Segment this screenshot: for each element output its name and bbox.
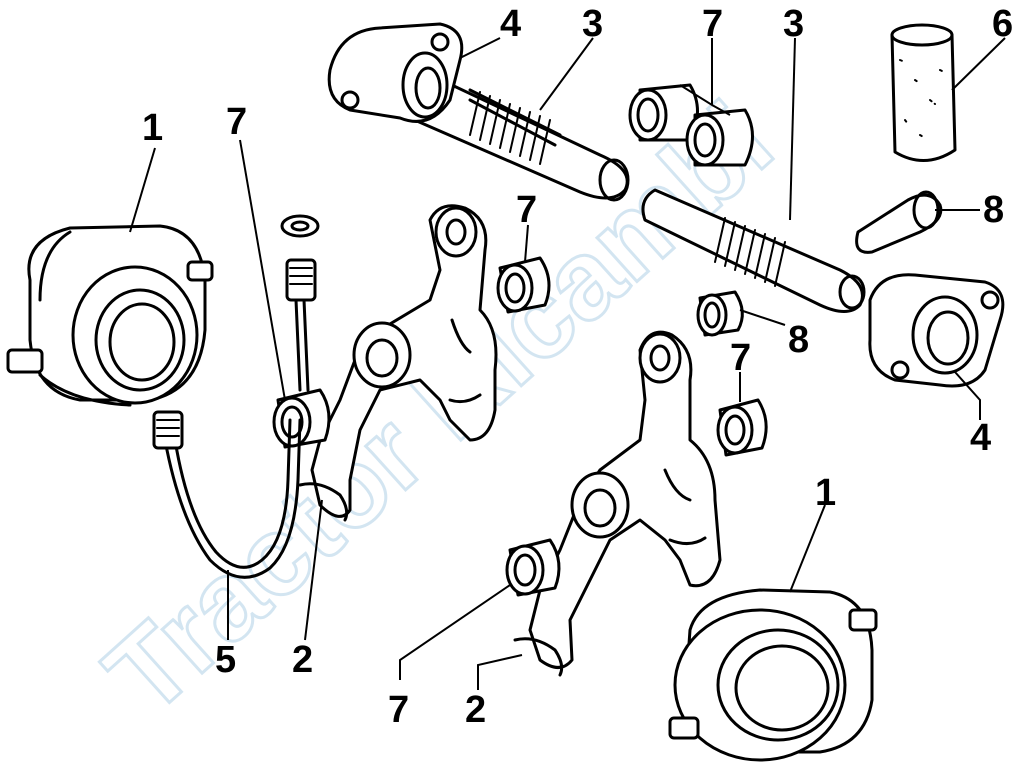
sleeve: [890, 23, 957, 162]
callout-4-lower: 4: [970, 417, 991, 459]
callout-7-top: 7: [702, 3, 723, 45]
callouts: 1 1 2 2 3 3 4 4 5 6 7 7 7 7 7 8 8: [142, 3, 1013, 731]
flange-upper: [327, 22, 464, 123]
bushing-left-pipe: [272, 388, 331, 449]
leader-lines: [129, 37, 1006, 690]
bushing-pair-top: [628, 83, 754, 167]
release-fork-left: [298, 204, 498, 522]
callout-5: 5: [215, 639, 236, 681]
callout-8-lower: 8: [788, 319, 809, 361]
callout-7-upper-left: 7: [226, 101, 247, 143]
callout-6: 6: [992, 3, 1013, 45]
bushing-small: [696, 290, 744, 337]
callout-7-bottom: 7: [388, 689, 409, 731]
shaft-lower: [641, 188, 866, 313]
shaft-upper: [408, 68, 630, 202]
callout-3-upper: 3: [582, 3, 603, 45]
shaft-upper-threads: [469, 91, 551, 165]
callout-1-left: 1: [142, 107, 163, 149]
release-bearing-left: [6, 224, 214, 407]
callout-4-upper: 4: [500, 3, 521, 45]
callout-7-mid: 7: [516, 189, 537, 231]
callout-7-right: 7: [730, 337, 751, 379]
callout-8-upper: 8: [983, 189, 1004, 231]
release-fork-right: [513, 330, 722, 677]
bushing-left-fork-top: [496, 256, 551, 314]
shaft-lower-threads: [714, 217, 786, 287]
pin-upper: [855, 190, 943, 254]
callout-2-right: 2: [465, 689, 486, 731]
release-bearing-right: [668, 588, 878, 762]
bushing-right-fork-top: [716, 398, 768, 457]
grease-pipe: [152, 214, 320, 579]
grease-pipe-fitting-bottom: [152, 410, 184, 450]
callout-3-lower: 3: [783, 3, 804, 45]
callout-2-left: 2: [292, 639, 313, 681]
callout-1-right: 1: [815, 472, 836, 514]
grease-pipe-fitting-top: [280, 214, 320, 302]
bushing-right-fork-bottom: [505, 538, 561, 597]
flange-lower: [868, 273, 1005, 388]
